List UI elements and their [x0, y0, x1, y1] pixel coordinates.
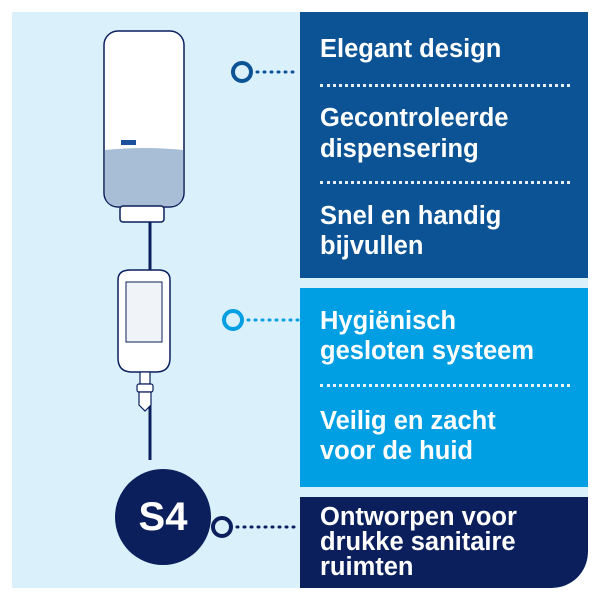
callout-light-blue [222, 309, 300, 331]
callout-navy [211, 516, 300, 538]
callout-ring-icon [211, 516, 233, 538]
dotted-divider [320, 181, 570, 184]
refill-cartridge-icon [117, 269, 171, 412]
feature-controlled-line1: Gecontroleerde [320, 104, 509, 132]
feature-elegant-design: Elegant design [320, 35, 502, 63]
model-badge: S4 [115, 469, 211, 565]
product-illustration [103, 30, 300, 538]
feature-busy-line3: ruimten [320, 553, 414, 581]
feature-box-dark-blue: Elegant design Gecontroleerde dispenseri… [300, 12, 588, 278]
dotted-divider [320, 84, 570, 87]
feature-busy-line2: drukke sanitaire [320, 528, 516, 556]
feature-skin-line1: Veilig en zacht [320, 407, 496, 435]
tork-logo [121, 140, 136, 145]
feature-controlled-line2: dispensering [320, 135, 479, 163]
feature-refill-line2: bijvullen [320, 232, 424, 260]
feature-hygienic-line1: Hygiënisch [320, 307, 457, 335]
dispenser-icon [103, 30, 185, 223]
infographic-panel: S4 Elegant design Gecontroleerde dispens… [12, 12, 588, 588]
feature-box-navy: Ontworpen voor drukke sanitaire ruimten [300, 497, 588, 588]
feature-busy-line1: Ontworpen voor [320, 503, 517, 531]
feature-hygienic-line2: gesloten systeem [320, 337, 535, 365]
dotted-divider [320, 384, 570, 387]
feature-skin-line2: voor de huid [320, 437, 473, 465]
callout-ring-icon [222, 309, 244, 331]
callout-dark-blue [231, 61, 300, 83]
feature-refill-line1: Snel en handig [320, 202, 502, 230]
feature-box-light-blue: Hygiënisch gesloten systeem Veilig en za… [300, 288, 588, 487]
callout-ring-icon [231, 61, 253, 83]
